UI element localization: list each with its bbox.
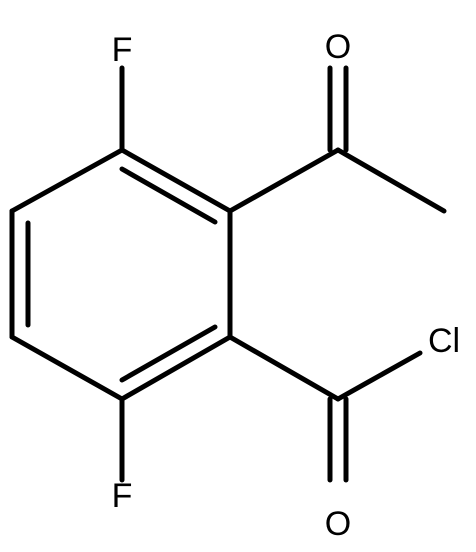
ring-bond-c1-c2 — [119, 147, 233, 225]
bond-carbonyl-double-oxygen — [327, 396, 349, 483]
ring-bond-c6-c1 — [9, 147, 125, 214]
fluorine-bottom-label: F — [112, 477, 133, 515]
ring-bond-c5-c6 — [9, 208, 31, 340]
acid-chloride-oxygen-label: O — [325, 505, 351, 543]
bond-ketone-methyl — [335, 147, 447, 214]
chlorine-label: Cl — [428, 322, 460, 360]
ketone-oxygen-label: O — [325, 28, 351, 66]
bond-c3-carbonyl-carbon — [227, 334, 341, 402]
bond-c2-ketone-carbon — [227, 147, 341, 214]
fluorine-top-label: F — [112, 31, 133, 69]
ring-bond-c4-c5 — [9, 334, 125, 402]
ring-bond-c3-c4 — [119, 324, 233, 402]
bond-ketone-double-oxygen — [327, 65, 349, 153]
bond-carbonyl-chlorine — [335, 350, 423, 402]
